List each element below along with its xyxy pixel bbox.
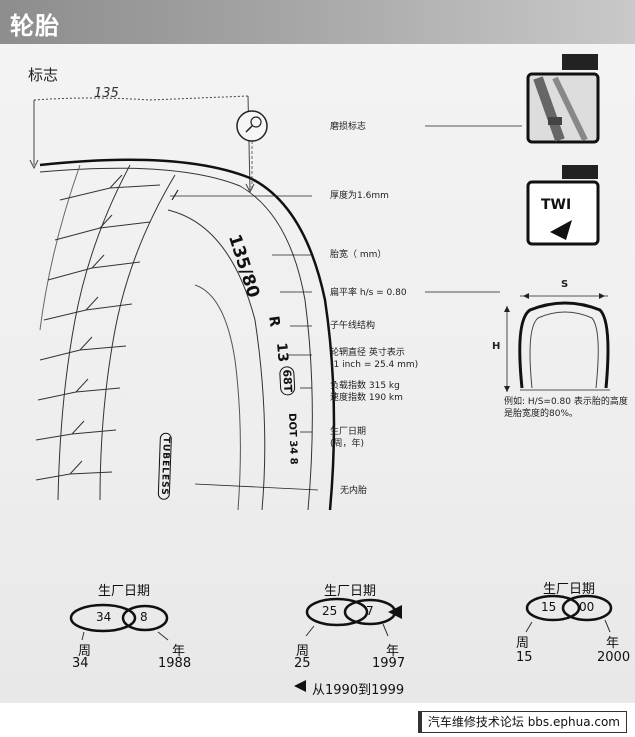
title-bar: 轮胎 <box>0 0 635 44</box>
label-week-year: (周，年) <box>330 439 365 449</box>
date-year-label-1: 年 <box>172 644 186 659</box>
label-wear-mark: 磨损标志 <box>330 122 367 132</box>
label-rim-diameter: 轮辋直径 英寸表示 <box>330 348 405 358</box>
hand-bracket-right <box>247 95 251 191</box>
tire-profile <box>518 301 610 389</box>
label-production-date: 生厂日期 <box>330 427 367 437</box>
date-year-value-3: 2000 <box>597 650 631 665</box>
date-title-1: 生厂日期 <box>98 584 151 599</box>
legend-1990s: 从1990到1999 <box>312 683 405 698</box>
sidewall-rim: 13 <box>273 342 291 363</box>
date-year-label-3: 年 <box>606 636 620 651</box>
label-width: 胎宽（ mm） <box>330 250 387 260</box>
label-thickness: 厚度为1.6mm <box>330 191 389 201</box>
twi-label: TWI <box>541 197 572 213</box>
profile-s-label: S <box>561 279 569 290</box>
sidewall-dot: DOT 34 8 <box>286 413 299 465</box>
footer: 汽车维修技术论坛 bbs.ephua.com <box>0 703 635 737</box>
tread-pattern <box>35 174 161 481</box>
label-load-index: 负载指数 315 kg <box>330 381 400 391</box>
date-week-label-3: 周 <box>516 636 530 651</box>
date-week-value-3: 15 <box>516 650 533 665</box>
date-title-2: 生厂日期 <box>324 584 377 599</box>
date-week-field-1: 34 <box>96 610 112 624</box>
sidewall-tubeless: TUBELESS <box>157 432 172 500</box>
date-week-value-2: 25 <box>294 656 311 671</box>
leader-lines <box>170 125 522 491</box>
date-week-label-2: 周 <box>296 644 310 659</box>
date-week-field-2: 25 <box>322 604 338 618</box>
hand-bracket-top <box>33 95 249 101</box>
tire-sidewall-inner <box>167 209 266 511</box>
profile-example-line2: 是胎宽度的80%。 <box>504 409 579 419</box>
label-radial: 子午线结构 <box>330 321 376 331</box>
profile-h-label: H <box>492 341 501 352</box>
date-week-field-3: 15 <box>541 600 557 614</box>
date-week-label-1: 周 <box>78 644 92 659</box>
label-rim-inch: (1 inch = 25.4 mm) <box>330 360 419 370</box>
date-year-value-2: 1997 <box>372 656 406 671</box>
date-year-field-1: 8 <box>140 610 148 624</box>
forum-watermark: 汽车维修技术论坛 bbs.ephua.com <box>417 711 627 733</box>
date-year-label-2: 年 <box>386 644 400 659</box>
sidewall-service-index: 68T <box>279 366 296 396</box>
page-title: 轮胎 <box>10 12 60 40</box>
twi-icon-box <box>526 180 600 246</box>
label-speed-index: 速度指数 190 km <box>330 393 403 403</box>
date-title-3: 生厂日期 <box>543 582 596 597</box>
date-year-value-1: 1988 <box>158 656 192 671</box>
label-aspect-ratio: 扁平率 h/s = 0.80 <box>330 288 407 298</box>
profile-example-line1: 例如: H/S=0.80 表示胎的高度 <box>504 397 628 407</box>
tire-outer-edge <box>39 158 336 511</box>
label-tubeless: 无内胎 <box>340 486 368 496</box>
date-year-field-3: 00 <box>579 600 595 614</box>
date-week-value-1: 34 <box>72 656 89 671</box>
section-label: 标志 <box>28 66 59 84</box>
tire-shoulder <box>39 167 313 511</box>
rim-edge <box>194 284 241 511</box>
handwritten-note: 135 <box>94 86 119 101</box>
sidewall-radial: R <box>265 315 283 328</box>
date-year-field-2: 7 <box>366 604 374 618</box>
